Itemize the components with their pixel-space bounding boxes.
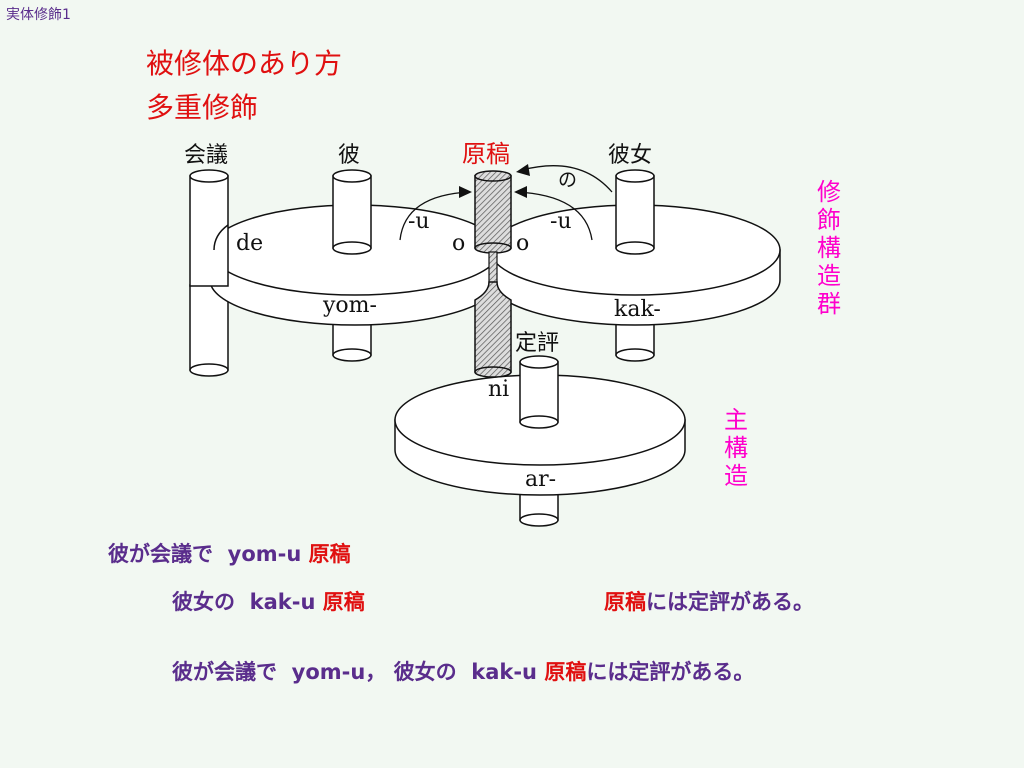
label-genkou: 原稿 bbox=[462, 140, 510, 168]
svg-text:群: 群 bbox=[817, 290, 841, 318]
svg-text:造: 造 bbox=[724, 462, 748, 490]
svg-text:造: 造 bbox=[817, 262, 841, 290]
label-no: の bbox=[558, 169, 577, 191]
arrow-left-u bbox=[399, 186, 472, 241]
label-kare: 彼 bbox=[338, 143, 360, 168]
svg-text:構: 構 bbox=[724, 434, 748, 462]
label-teihyou: 定評 bbox=[515, 331, 559, 356]
label-kak: kak- bbox=[614, 297, 661, 322]
example-line-2: 彼女の kak-u 原稿 bbox=[172, 590, 365, 614]
peg-kaigi-lower bbox=[189, 284, 229, 377]
label-de: de bbox=[236, 231, 263, 256]
svg-text:主: 主 bbox=[724, 406, 748, 434]
svg-text:修: 修 bbox=[817, 178, 841, 206]
slide-corner-label: 実体修飾1 bbox=[6, 7, 71, 23]
peg-kaigi-upper bbox=[189, 169, 229, 287]
arrow-no bbox=[516, 164, 613, 193]
peg-teihyou-upper bbox=[519, 355, 559, 429]
svg-text:飾: 飾 bbox=[817, 206, 841, 234]
arrow-right-u bbox=[514, 186, 593, 241]
label-u-right: -u bbox=[550, 209, 572, 234]
label-ni: ni bbox=[488, 377, 509, 402]
slide-title: 被修体のあり方 bbox=[146, 47, 343, 80]
label-modifier-structures: 修 飾 構 造 群 bbox=[817, 178, 841, 318]
example-line-2b: 原稿には定評がある。 bbox=[604, 590, 814, 614]
label-u-left: -u bbox=[408, 209, 430, 234]
genkou-shaft bbox=[474, 170, 512, 378]
label-o-right: o bbox=[516, 231, 529, 256]
peg-kare-upper bbox=[332, 169, 372, 255]
example-line-1: 彼が会議で yom-u 原稿 bbox=[108, 542, 351, 566]
label-kanojo: 彼女 bbox=[608, 143, 652, 168]
label-yom: yom- bbox=[322, 293, 377, 318]
svg-text:構: 構 bbox=[817, 234, 841, 262]
slide-subtitle: 多重修飾 bbox=[146, 91, 259, 124]
label-ar: ar- bbox=[525, 467, 556, 492]
label-main-structure: 主 構 造 bbox=[724, 406, 748, 490]
example-line-3: 彼が会議で yom-u， 彼女の kak-u 原稿には定評がある。 bbox=[172, 660, 755, 684]
peg-kanojo-upper bbox=[615, 169, 655, 255]
label-o-left: o bbox=[452, 231, 465, 256]
label-kaigi: 会議 bbox=[184, 143, 228, 168]
